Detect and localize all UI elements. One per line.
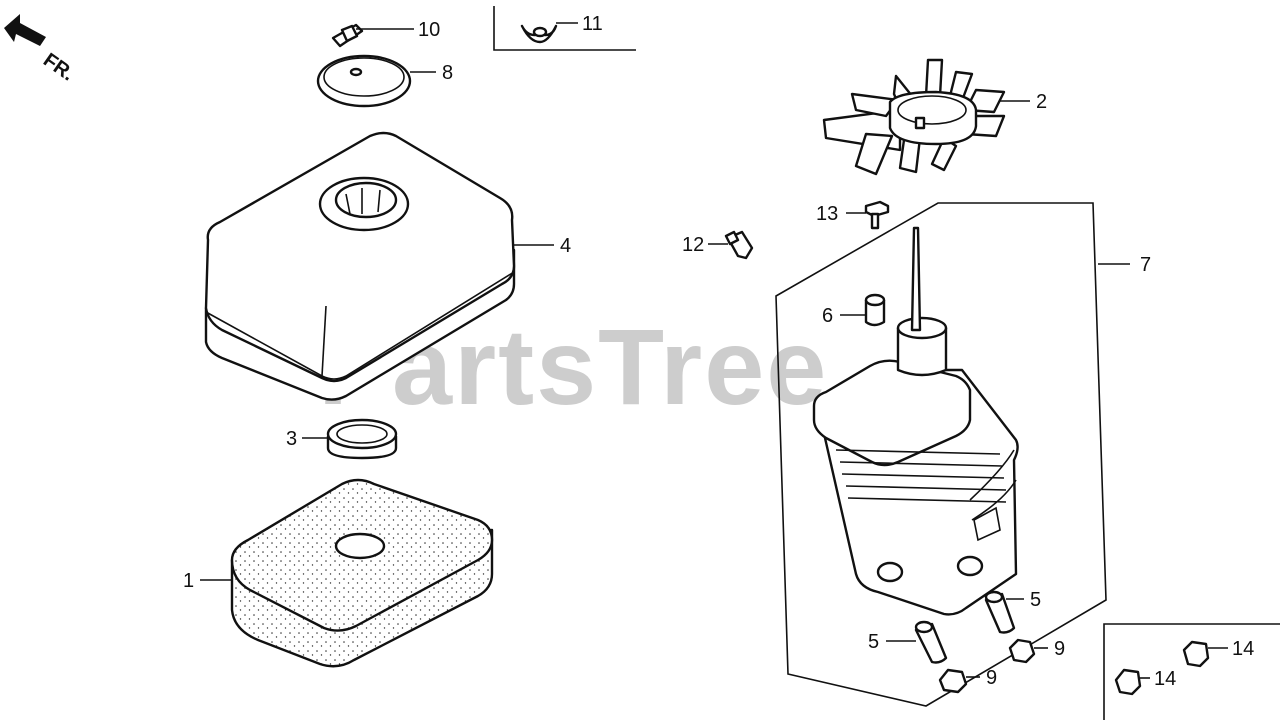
callout-5-upper: 5 <box>1030 589 1041 611</box>
callout-13: 13 <box>816 203 838 225</box>
front-arrow-icon <box>4 14 46 46</box>
callout-12: 12 <box>682 234 704 256</box>
flange-nut-part-lower <box>1114 668 1142 696</box>
callout-9-lower: 9 <box>986 667 997 689</box>
cleaner-case-group-frame <box>775 202 1107 707</box>
wing-nut-group-bracket <box>493 6 636 51</box>
callout-2: 2 <box>1036 91 1047 113</box>
callout-11: 11 <box>582 13 603 35</box>
impeller-part <box>822 58 1006 176</box>
breather-part <box>724 230 754 260</box>
tube-part-upper <box>984 590 1016 634</box>
flange-bolt-part <box>864 200 890 230</box>
nut-part-lower <box>938 668 968 694</box>
callout-4: 4 <box>560 235 571 257</box>
air-cleaner-case-part <box>812 226 1019 616</box>
callout-6: 6 <box>822 305 833 327</box>
orientation-label: FR. <box>39 49 78 86</box>
nut-group-bracket <box>1103 623 1280 720</box>
wing-nut-part <box>520 24 558 44</box>
air-cleaner-cover-part <box>204 131 516 401</box>
flange-nut-part-upper <box>1182 640 1210 668</box>
tube-part-lower <box>914 620 948 664</box>
callout-8: 8 <box>442 62 453 84</box>
collar-part <box>864 293 886 327</box>
nut-part-upper <box>1008 638 1036 664</box>
callout-10: 10 <box>418 19 440 41</box>
callout-14-lower: 14 <box>1154 668 1176 690</box>
wing-bolt-part <box>331 23 364 48</box>
callout-7: 7 <box>1140 254 1151 276</box>
callout-1: 1 <box>183 570 194 592</box>
washer-part <box>316 54 412 108</box>
callout-5-lower: 5 <box>868 631 879 653</box>
grommet-part <box>326 418 398 460</box>
callout-14-upper: 14 <box>1232 638 1254 660</box>
callout-9-upper: 9 <box>1054 638 1065 660</box>
foam-element-part <box>230 478 494 668</box>
callout-3: 3 <box>286 428 297 450</box>
leader-lines <box>200 22 1228 679</box>
